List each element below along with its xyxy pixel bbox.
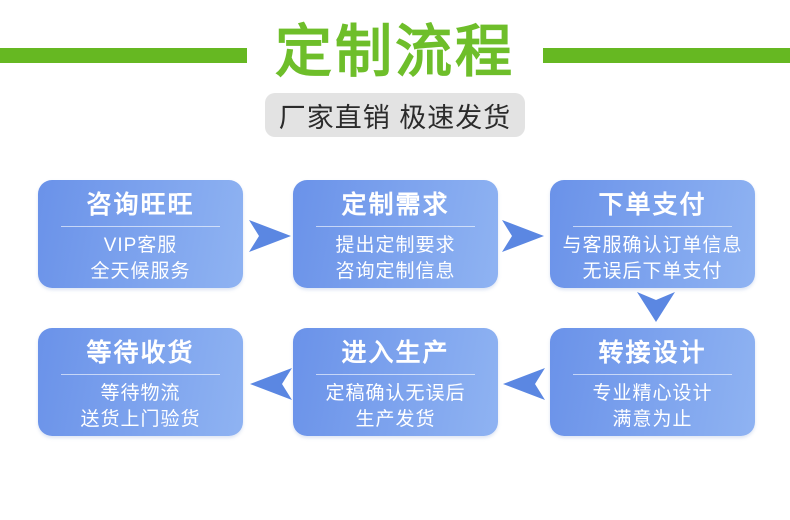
step-divider <box>572 374 733 375</box>
step-divider <box>60 374 221 375</box>
step-title: 咨询旺旺 <box>86 191 195 219</box>
step-title: 等待收货 <box>86 339 195 367</box>
step-title: 进入生产 <box>341 339 450 367</box>
step-description-line: 送货上门验货 <box>80 409 201 430</box>
step-description-line: VIP客服 <box>103 235 178 256</box>
arrow-down-icon <box>637 292 675 322</box>
flow-step: 咨询旺旺 VIP客服 全天候服务 <box>38 180 243 288</box>
header-bar-right <box>543 48 790 63</box>
step-description-line: 等待物流 <box>100 383 181 404</box>
flow-step: 转接设计 专业精心设计 满意为止 <box>550 328 755 436</box>
arrow-left-icon <box>503 368 545 400</box>
step-description-line: 无误后下单支付 <box>582 261 723 282</box>
step-description-line: 与客服确认订单信息 <box>562 235 743 256</box>
step-title: 转接设计 <box>598 339 707 367</box>
step-divider <box>572 226 733 227</box>
step-title: 下单支付 <box>598 191 707 219</box>
step-divider <box>60 226 221 227</box>
step-description-line: 满意为止 <box>612 409 693 430</box>
arrow-right-icon <box>249 220 291 252</box>
step-divider <box>315 374 476 375</box>
step-description-line: 咨询定制信息 <box>335 261 456 282</box>
header-bar-left <box>0 48 247 63</box>
arrow-left-icon <box>250 368 292 400</box>
flow-step: 定制需求 提出定制要求 咨询定制信息 <box>293 180 498 288</box>
step-title: 定制需求 <box>341 191 450 219</box>
flow-step: 等待收货 等待物流 送货上门验货 <box>38 328 243 436</box>
step-description-line: 定稿确认无误后 <box>325 383 466 404</box>
step-divider <box>315 226 476 227</box>
flow-step: 下单支付 与客服确认订单信息 无误后下单支付 <box>550 180 755 288</box>
page-title: 定制流程 <box>275 20 515 84</box>
step-description-line: 全天候服务 <box>90 261 191 282</box>
step-description-line: 生产发货 <box>355 409 436 430</box>
flow-step: 进入生产 定稿确认无误后 生产发货 <box>293 328 498 436</box>
subtitle-badge: 厂家直销 极速发货 <box>265 93 525 137</box>
arrow-right-icon <box>502 220 544 252</box>
step-description-line: 专业精心设计 <box>592 383 713 404</box>
step-description-line: 提出定制要求 <box>335 235 456 256</box>
